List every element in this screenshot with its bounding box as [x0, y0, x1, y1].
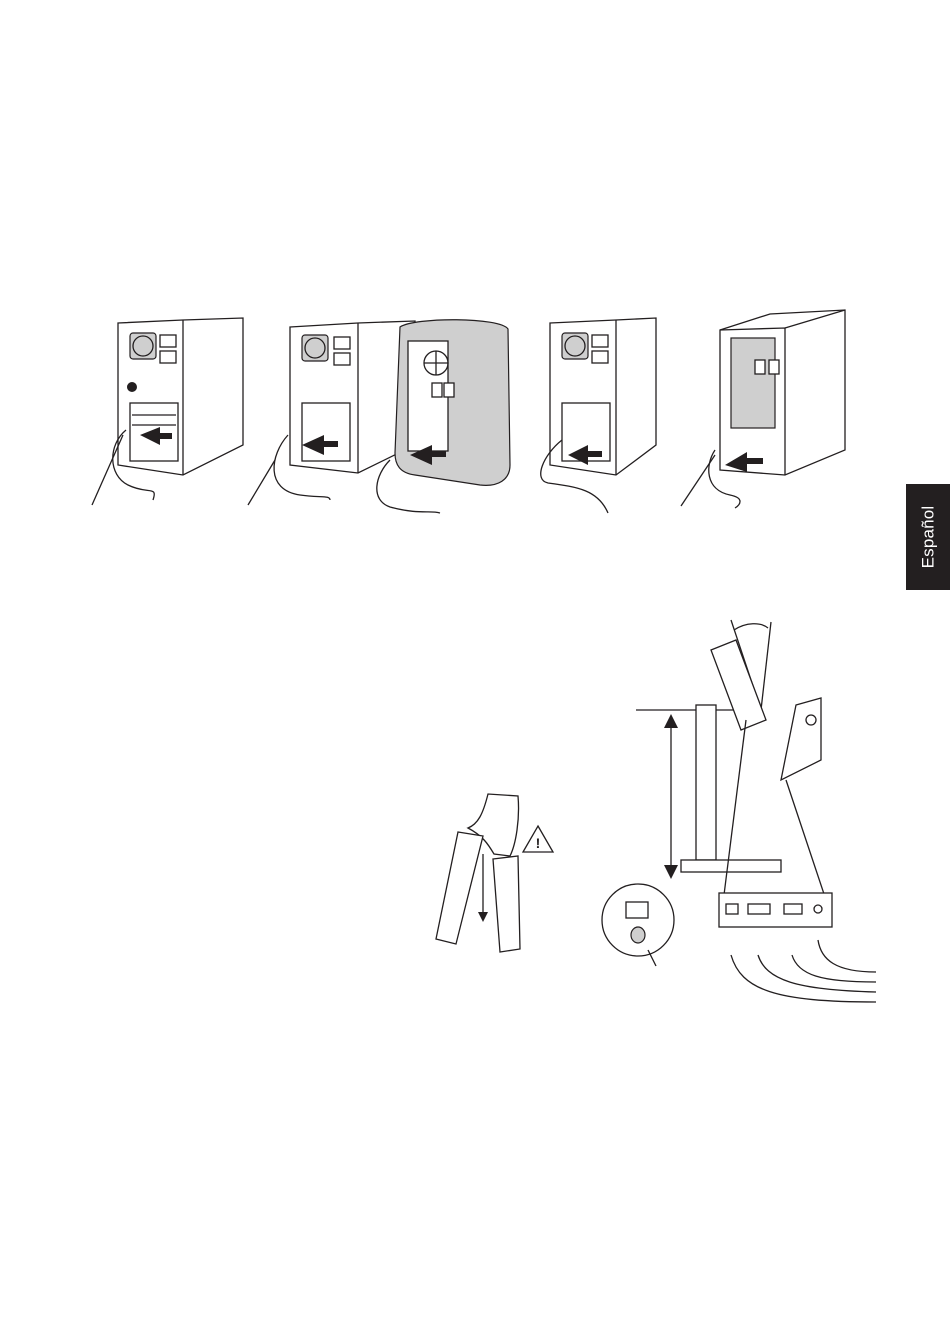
- arrow-up-icon: [664, 714, 678, 728]
- pc-tower-connection-1: [88, 315, 253, 515]
- monitor-stand-lock-warning: !: [428, 784, 563, 954]
- monitor-side-view-connectors: [596, 610, 881, 1025]
- language-tab-label: Español: [918, 506, 938, 569]
- svg-text:!: !: [536, 835, 541, 851]
- fan-icon: [130, 333, 156, 359]
- pc-tower-connection-2-mac: [240, 315, 520, 525]
- arrow-down-icon: [478, 912, 488, 922]
- arrow-down-icon: [664, 865, 678, 879]
- language-tab: Español: [906, 484, 950, 590]
- pc-tower-connection-3: [528, 315, 658, 515]
- mac-tower-connection-4: [675, 300, 850, 520]
